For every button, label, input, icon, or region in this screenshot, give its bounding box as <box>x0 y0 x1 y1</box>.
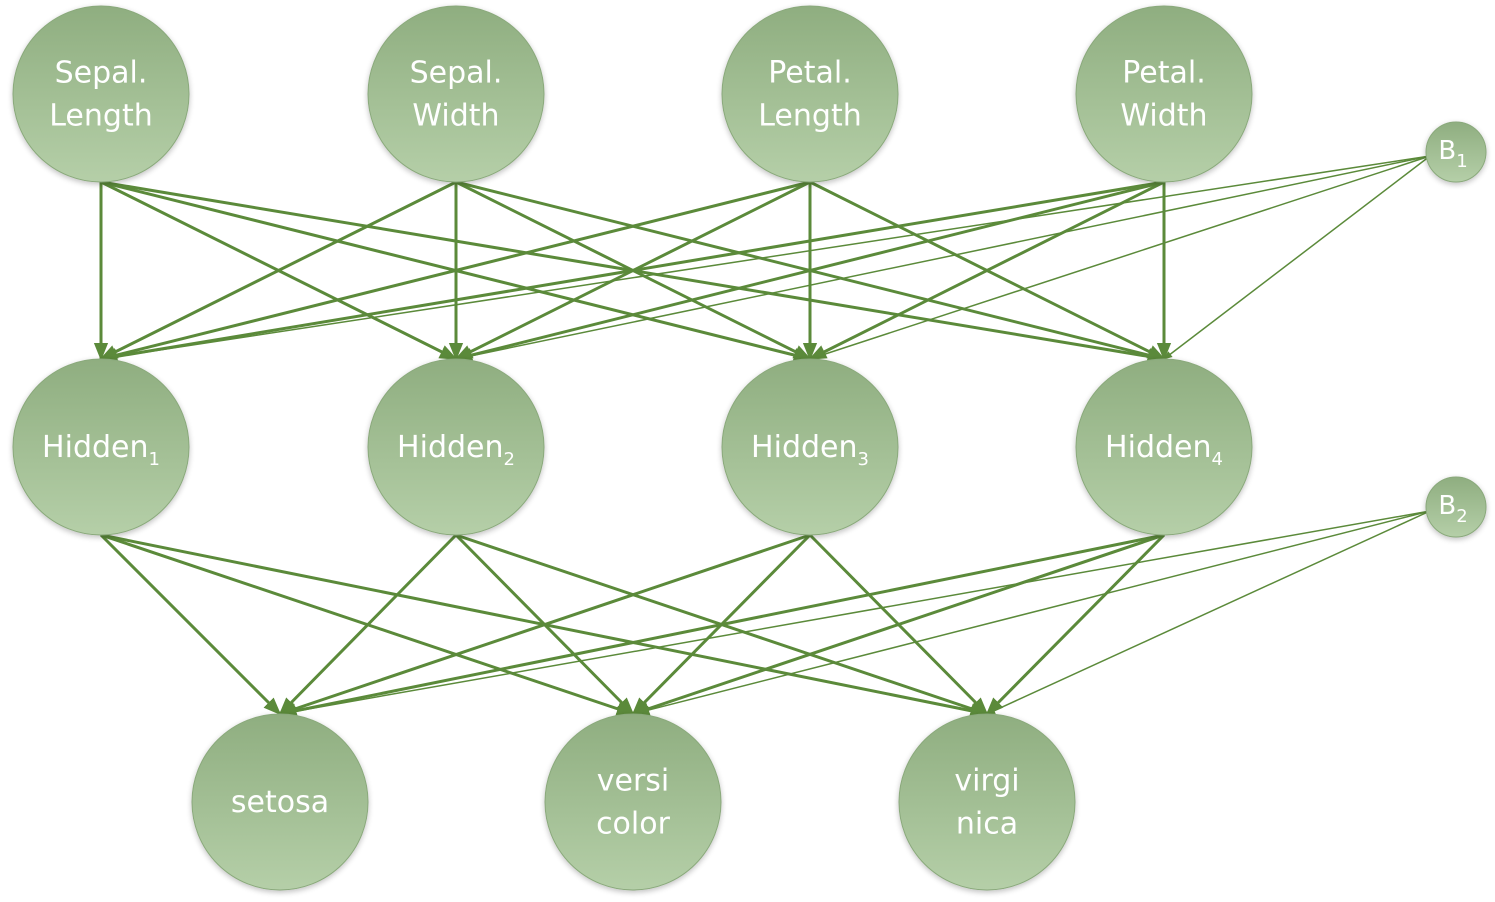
hidden-node-hidden-4 <box>1075 358 1253 536</box>
edge-hidden-1-to-setosa <box>99 533 282 716</box>
input-label-sepal-width-line-2: Width <box>412 99 499 134</box>
bias-node-bias-2 <box>1425 476 1487 538</box>
input-label-petal-length-line-1: Petal. <box>768 56 852 91</box>
output-label-virginica-line-1: virgi <box>954 764 1019 799</box>
edge-petal-length-to-hidden-1 <box>99 180 811 363</box>
edge-hidden-4-to-setosa <box>278 533 1165 718</box>
input-label-petal-length-line-2: Length <box>758 99 861 134</box>
hidden-label-hidden-3-subscript: 3 <box>858 449 869 470</box>
hidden-label-hidden-4-main: Hidden <box>1105 430 1211 465</box>
edge-hidden-2-to-setosa <box>278 533 458 716</box>
edge-bias-1-to-hidden-1 <box>100 155 1431 362</box>
bias-label-bias-2-main: B <box>1438 491 1456 521</box>
output-node-setosa <box>191 713 369 891</box>
bias-label-bias-2: B2 <box>1438 491 1467 527</box>
hidden-label-hidden-1: Hidden1 <box>42 430 160 470</box>
bias-node-bias-1 <box>1425 121 1487 183</box>
edge-bias-2-to-setosa <box>279 510 1431 717</box>
edge-bias-2-to-virginica <box>986 510 1431 715</box>
input-node-sepal-length <box>12 5 190 183</box>
hidden-node-hidden-2 <box>367 358 545 536</box>
hidden-label-hidden-2-main: Hidden <box>397 430 503 465</box>
bias-label-bias-1: B1 <box>1438 136 1467 172</box>
hidden-label-hidden-2: Hidden2 <box>397 430 515 470</box>
bias-label-bias-2-subscript: 2 <box>1456 506 1467 527</box>
edge-hidden-3-to-setosa <box>278 533 811 716</box>
edge-bias-1-to-hidden-4 <box>1163 155 1431 360</box>
input-label-petal-width-line-2: Width <box>1120 99 1207 134</box>
edge-bias-1-to-hidden-3 <box>809 155 1431 360</box>
edge-petal-width-to-hidden-1 <box>99 180 1165 364</box>
hidden-label-hidden-2-subscript: 2 <box>504 449 515 470</box>
edge-bias-2-to-versicolor <box>632 510 1431 716</box>
hidden-label-hidden-1-subscript: 1 <box>149 449 160 470</box>
input-label-sepal-length-line-1: Sepal. <box>55 56 148 91</box>
input-label-sepal-length-line-2: Length <box>49 99 152 134</box>
input-node-petal-width <box>1075 5 1253 183</box>
output-node-virginica <box>898 713 1076 891</box>
edge-petal-width-to-hidden-2 <box>454 180 1165 363</box>
hidden-label-hidden-3: Hidden3 <box>751 430 869 470</box>
output-node-versicolor <box>544 713 722 891</box>
edge-sepal-width-to-hidden-1 <box>99 180 457 361</box>
bias-label-bias-1-main: B <box>1438 136 1456 166</box>
output-label-versicolor-line-1: versi <box>597 764 670 799</box>
edge-hidden-4-to-versicolor <box>631 533 1165 716</box>
output-label-virginica-line-2: nica <box>956 807 1018 842</box>
edge-petal-width-to-hidden-3 <box>808 180 1165 361</box>
output-label-setosa-line-1: setosa <box>231 785 329 820</box>
input-label-sepal-width-line-1: Sepal. <box>410 56 503 91</box>
hidden-label-hidden-1-main: Hidden <box>42 430 148 465</box>
network-nodes: Sepal. Length Sepal. Width Petal. Length Petal… <box>12 5 1487 891</box>
connection-edges <box>93 155 1431 718</box>
input-node-sepal-width <box>367 5 545 183</box>
edge-hidden-4-to-virginica <box>985 533 1166 716</box>
hidden-label-hidden-3-main: Hidden <box>751 430 857 465</box>
output-label-versicolor-line-2: color <box>596 807 671 842</box>
input-node-petal-length <box>721 5 899 183</box>
input-label-petal-width-line-1: Petal. <box>1122 56 1206 91</box>
hidden-node-hidden-1 <box>12 358 190 536</box>
hidden-label-hidden-4-subscript: 4 <box>1212 449 1223 470</box>
hidden-node-hidden-3 <box>721 358 899 536</box>
hidden-label-hidden-4: Hidden4 <box>1105 430 1223 470</box>
edge-bias-1-to-hidden-2 <box>455 155 1431 361</box>
bias-label-bias-1-subscript: 1 <box>1456 151 1467 172</box>
